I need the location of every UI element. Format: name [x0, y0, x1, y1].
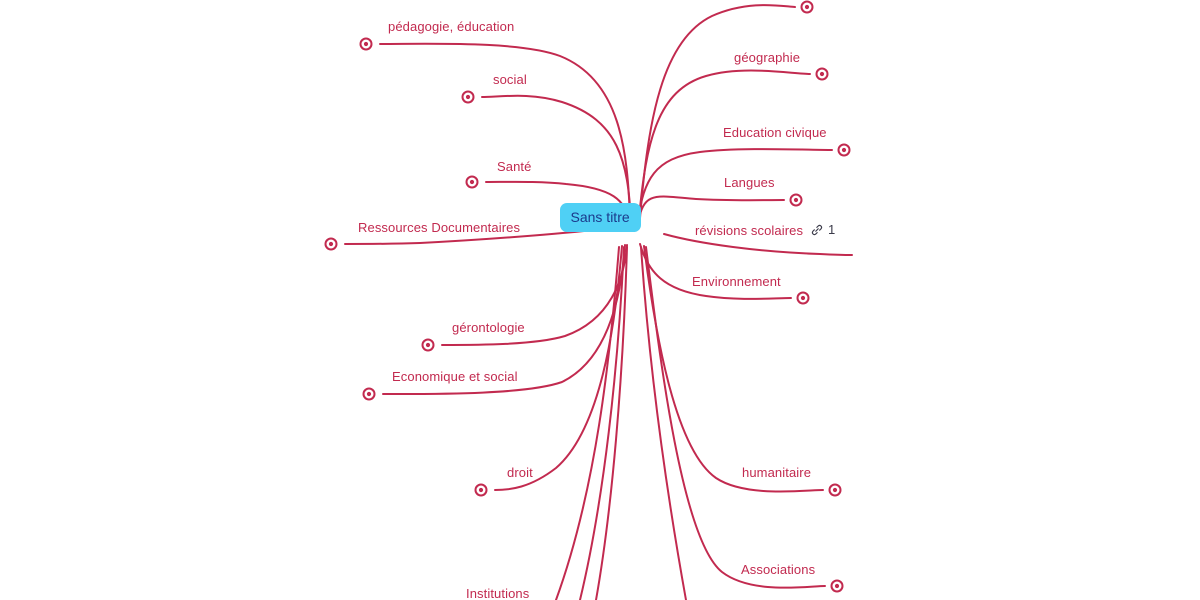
branch-endpoint-icon[interactable] [461, 90, 475, 104]
branch-curve[interactable] [640, 246, 687, 600]
branch-curve[interactable] [638, 69, 811, 220]
branch-label-education-civique[interactable]: Education civique [723, 125, 827, 140]
branch-endpoint-icon[interactable] [359, 37, 373, 51]
branch-curve[interactable] [645, 246, 826, 589]
branch-endpoint-icon[interactable] [362, 387, 376, 401]
branch-curve[interactable] [344, 228, 603, 245]
branch-endpoint-icon[interactable] [789, 193, 803, 207]
branch-curve[interactable] [494, 245, 623, 491]
branch-link-count: 1 [828, 222, 836, 237]
branch-label-economique[interactable]: Economique et social [392, 369, 518, 384]
branch-endpoint-icon[interactable] [324, 237, 338, 251]
branch-endpoint-icon[interactable] [815, 67, 829, 81]
branch-link-badge[interactable]: 1 [810, 222, 835, 237]
branch-endpoint-icon[interactable] [474, 483, 488, 497]
branch-label-gerontologie[interactable]: gérontologie [452, 320, 525, 335]
branch-curve[interactable] [637, 195, 785, 224]
branch-label-ressources[interactable]: Ressources Documentaires [358, 220, 521, 235]
branch-endpoint-icon[interactable] [465, 175, 479, 189]
branch-label-droit[interactable]: droit [507, 465, 533, 480]
link-icon [810, 223, 824, 237]
branch-endpoint-icon[interactable] [796, 291, 810, 305]
branch-label-social[interactable]: social [493, 72, 527, 87]
branch-label-humanitaire[interactable]: humanitaire [742, 465, 812, 480]
branch-endpoint-icon[interactable] [837, 143, 851, 157]
branch-curve[interactable] [481, 94, 632, 223]
branch-curve[interactable] [663, 233, 853, 256]
branch-endpoint-icon[interactable] [830, 579, 844, 593]
branch-curve[interactable] [639, 243, 792, 300]
branch-label-associations[interactable]: Associations [741, 562, 816, 577]
branch-curve[interactable] [579, 246, 625, 600]
branch-curve[interactable] [555, 246, 620, 600]
branch-curve[interactable] [379, 42, 631, 223]
branch-label-pedagogie[interactable]: pédagogie, éducation [388, 19, 515, 34]
branch-endpoint-icon[interactable] [800, 0, 814, 14]
branch-label-environnement[interactable]: Environnement [692, 274, 781, 289]
branch-label-institutions[interactable]: Institutions [466, 586, 530, 600]
branch-endpoint-icon[interactable] [421, 338, 435, 352]
branch-endpoint-icon[interactable] [828, 483, 842, 497]
branch-curve[interactable] [637, 148, 833, 221]
branch-label-sante[interactable]: Santé [497, 159, 532, 174]
branch-curve[interactable] [639, 4, 796, 219]
branch-label-langues[interactable]: Langues [724, 175, 775, 190]
branch-label-revisions[interactable]: révisions scolaires [695, 223, 804, 238]
root-node[interactable]: Sans titre [559, 202, 641, 232]
branch-curve[interactable] [595, 246, 628, 600]
branch-label-geographie[interactable]: géographie [734, 50, 801, 65]
